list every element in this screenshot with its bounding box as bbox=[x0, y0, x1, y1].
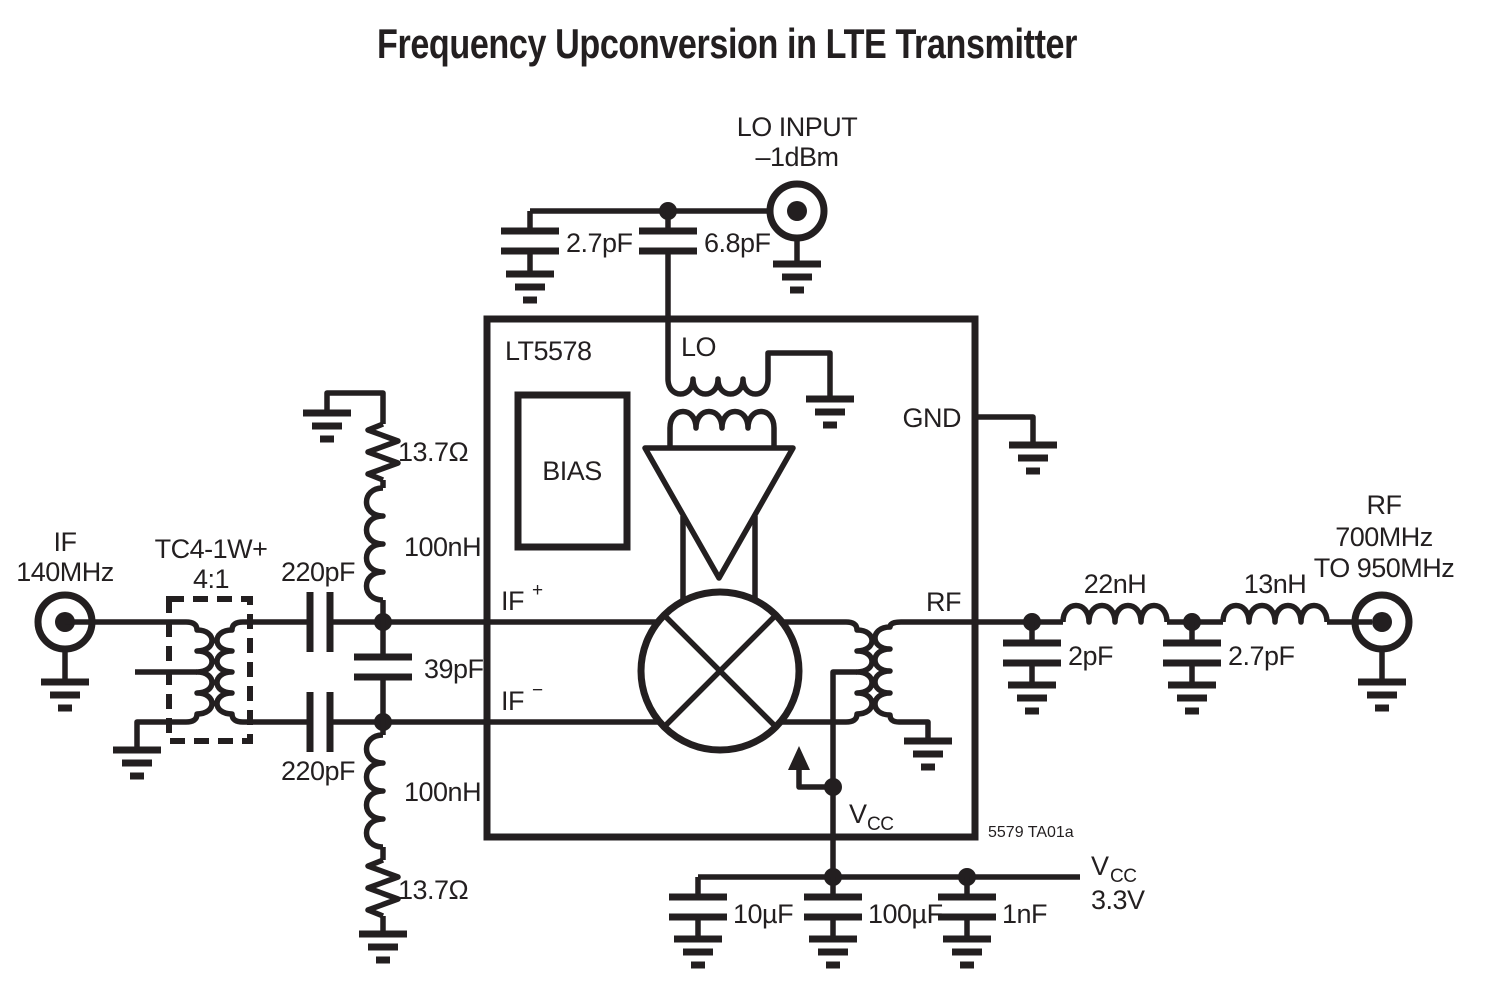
supply-section: 10µF 100µF 1nF V CC 3.3V bbox=[669, 851, 1146, 965]
ind-13n-value: 13nH bbox=[1244, 569, 1307, 599]
vcc-voltage-label: 3.3V bbox=[1091, 885, 1145, 915]
inductor-100n-top-icon bbox=[367, 488, 384, 600]
ground-symbol bbox=[904, 741, 952, 767]
pin-vcc-sub: CC bbox=[867, 814, 893, 835]
bias-block bbox=[514, 391, 631, 551]
vcc-arrow-icon bbox=[788, 746, 810, 770]
cap-100u-value: 100µF bbox=[868, 899, 943, 929]
vcc-rail-sub: CC bbox=[1110, 866, 1136, 887]
capacitor-39p-icon bbox=[354, 657, 412, 677]
chip-name-label: LT5578 bbox=[505, 336, 592, 366]
if-bias-branch-top: 13.7Ω 100nH bbox=[303, 390, 482, 622]
lo-connector-icon bbox=[770, 184, 824, 238]
inductor-100n-bottom-icon bbox=[367, 735, 384, 847]
rf-port-label: RF bbox=[1367, 490, 1402, 520]
capacitor-100u-icon bbox=[804, 897, 862, 917]
pin-rf-label: RF bbox=[926, 587, 961, 617]
bias-label: BIAS bbox=[542, 456, 602, 486]
ground-symbol bbox=[1358, 682, 1406, 708]
pin-if-minus-sup: − bbox=[532, 680, 543, 701]
if-port-label: IF bbox=[54, 527, 77, 557]
resistor-13r7-top-icon bbox=[368, 424, 398, 480]
ground-symbol bbox=[1009, 445, 1057, 471]
capacitor-2p7-lo-icon bbox=[501, 231, 559, 251]
lo-amp-symbol bbox=[642, 445, 796, 601]
figure-note: 5579 TA01a bbox=[988, 824, 1074, 841]
ground-symbol bbox=[1008, 685, 1056, 711]
ground-symbol bbox=[1168, 685, 1216, 711]
cap-6p8-lo-value: 6.8pF bbox=[704, 228, 771, 258]
vcc-rail-label: V bbox=[1091, 851, 1109, 881]
if-input-section: IF 140MHz TC4-1W+ 4:1 220pF 220pF 39pF 1… bbox=[16, 390, 658, 960]
pin-vcc-label: V bbox=[849, 799, 867, 829]
ground-symbol bbox=[943, 939, 991, 965]
rf-freq-label1: 700MHz bbox=[1335, 522, 1433, 552]
if-transformer-symbol: TC4-1W+ 4:1 bbox=[65, 534, 268, 776]
capacitor-2p-icon bbox=[1003, 643, 1061, 663]
resistor-13r7-bottom-icon bbox=[368, 860, 398, 916]
gnd-pin-section bbox=[975, 414, 1057, 471]
pin-if-minus-label: IF bbox=[501, 686, 524, 716]
ground-symbol bbox=[359, 934, 407, 960]
capacitor-1n-icon bbox=[938, 897, 996, 917]
capacitor-10u-icon bbox=[669, 897, 727, 917]
if-freq-label: 140MHz bbox=[16, 557, 114, 587]
cap-2p7-lo-value: 2.7pF bbox=[566, 228, 633, 258]
cap-39p-value: 39pF bbox=[424, 654, 484, 684]
lo-input-label: LO INPUT bbox=[737, 112, 858, 142]
inductor-22n-icon bbox=[1063, 606, 1167, 623]
cap-220p-bottom-value: 220pF bbox=[281, 756, 355, 786]
vcc-arrow-stem bbox=[796, 768, 833, 790]
ind-100n-top-value: 100nH bbox=[404, 532, 481, 562]
lo-power-label: –1dBm bbox=[755, 142, 838, 172]
res-13r7-bottom-value: 13.7Ω bbox=[398, 875, 469, 905]
transformer-name: TC4-1W+ bbox=[155, 534, 268, 564]
ground-symbol bbox=[809, 939, 857, 965]
ground-symbol bbox=[773, 264, 821, 290]
rf-transformer-symbol bbox=[782, 619, 952, 877]
cap-1n-value: 1nF bbox=[1002, 899, 1047, 929]
cap-2p-value: 2pF bbox=[1068, 641, 1113, 671]
transformer-ratio: 4:1 bbox=[193, 564, 229, 594]
ground-symbol bbox=[806, 399, 854, 425]
ind-100n-bottom-value: 100nH bbox=[404, 777, 481, 807]
cap-10u-value: 10µF bbox=[733, 899, 793, 929]
ground-symbol bbox=[113, 750, 161, 776]
mixer-symbol bbox=[637, 588, 803, 754]
if-bias-branch-bottom: 100nH 13.7Ω bbox=[359, 722, 482, 960]
ground-symbol bbox=[303, 413, 351, 439]
lo-transformer-symbol bbox=[665, 350, 854, 448]
ground-symbol bbox=[674, 939, 722, 965]
if-diff-lines bbox=[330, 619, 658, 725]
chip-body bbox=[483, 315, 979, 841]
lo-input-section: LO INPUT –1dBm 2.7pF 6.8pF bbox=[501, 112, 858, 379]
ground-symbol bbox=[41, 682, 89, 708]
inductor-13n-icon bbox=[1223, 606, 1327, 623]
diagram-title: Frequency Upconversion in LTE Transmitte… bbox=[377, 20, 1077, 67]
pin-if-plus-label: IF bbox=[501, 586, 524, 616]
res-13r7-top-value: 13.7Ω bbox=[398, 437, 469, 467]
capacitor-2p7-rf-icon bbox=[1163, 643, 1221, 663]
cap-220p-top-value: 220pF bbox=[281, 557, 355, 587]
ground-symbol bbox=[506, 274, 554, 300]
chip-lt5578: LT5578 BIAS LO GND RF IF + IF − V CC bbox=[483, 315, 979, 841]
pin-gnd-label: GND bbox=[903, 403, 962, 433]
pin-lo-label: LO bbox=[681, 332, 716, 362]
ind-22n-value: 22nH bbox=[1084, 569, 1147, 599]
cap-2p7-rf-value: 2.7pF bbox=[1228, 641, 1295, 671]
rf-output-section: 2pF 22nH 2.7pF 13nH RF 700MHz TO 950MHz bbox=[901, 490, 1455, 711]
coupling-wires bbox=[243, 619, 310, 725]
junction-dot bbox=[824, 778, 842, 796]
rf-freq-label2: TO 950MHz bbox=[1314, 553, 1455, 583]
capacitor-220p-bottom-icon bbox=[310, 692, 330, 752]
pin-if-plus-sup: + bbox=[532, 580, 543, 601]
capacitor-6p8-lo-icon bbox=[639, 231, 697, 251]
capacitor-220p-top-icon bbox=[310, 592, 330, 652]
